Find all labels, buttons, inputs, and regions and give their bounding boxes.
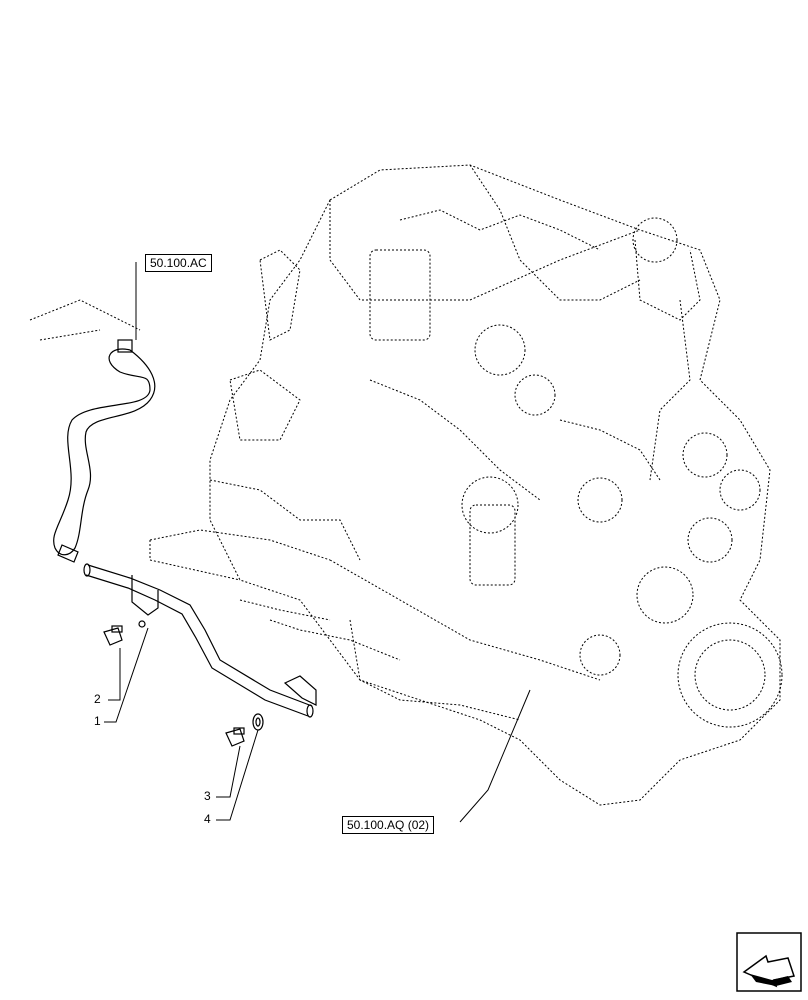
reference-label-upper[interactable]: 50.100.AC [145, 254, 212, 272]
callout-4: 4 [204, 812, 211, 826]
navigation-arrow-icon[interactable] [736, 932, 802, 992]
callout-2: 2 [94, 692, 101, 706]
reference-label-lower[interactable]: 50.100.AQ (02) [342, 816, 435, 834]
callout-1: 1 [94, 714, 101, 728]
callout-3: 3 [204, 789, 211, 803]
